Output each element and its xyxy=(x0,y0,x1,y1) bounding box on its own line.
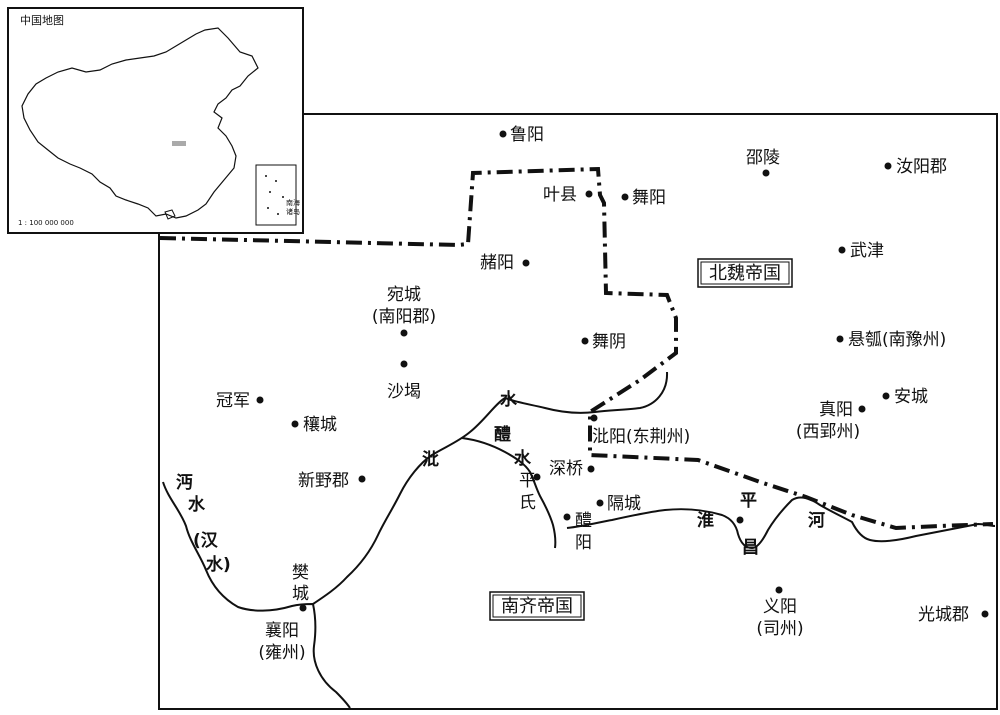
dot-wujin xyxy=(838,246,846,254)
han-river xyxy=(162,481,351,709)
north-wei-label: 北魏帝国 xyxy=(709,263,781,284)
dot-liyang xyxy=(563,513,571,521)
bi-river xyxy=(312,371,669,605)
south-sea-islands-box xyxy=(255,164,297,226)
region-highlight xyxy=(172,141,186,146)
dot-wuyin xyxy=(581,337,589,345)
label-liyang-2: 阳 xyxy=(575,533,592,553)
south-qi-box xyxy=(489,591,585,621)
dot-yiyang xyxy=(775,586,783,594)
dot-ruyangjun xyxy=(884,162,892,170)
dot-shenqiao xyxy=(587,465,595,473)
dot-pingchang xyxy=(736,516,744,524)
dot-pingshi xyxy=(533,473,541,481)
label-wuyin: 舞阴 xyxy=(592,332,626,352)
label-racheng: 穰城 xyxy=(303,414,337,435)
river-label-han-1: 沔 xyxy=(176,473,193,493)
dot-gecheng xyxy=(596,499,604,507)
li-river xyxy=(461,437,557,549)
dot-xuanhu xyxy=(836,335,844,343)
dot-yexian xyxy=(585,190,593,198)
label-ancheng: 安城 xyxy=(894,387,928,407)
inset-china-map: 中国地图 南海 诸岛 1 : 100 000 000 xyxy=(7,7,304,234)
dot-biyang xyxy=(590,414,598,422)
river-label-han-2: 水 xyxy=(188,494,206,515)
label-ruyangjun: 汝阳郡 xyxy=(896,157,947,177)
dot-guangchengjun xyxy=(981,610,989,618)
huai-river xyxy=(566,496,996,550)
dot-shaoling xyxy=(762,169,770,177)
label-xiangyang: 襄阳 xyxy=(265,620,299,641)
place-dots xyxy=(256,130,989,618)
south-sea-label-1: 南海 xyxy=(286,198,300,207)
south-qi-label: 南齐帝国 xyxy=(501,596,573,617)
label-sizhou: (司州) xyxy=(756,619,803,639)
dot-shajie xyxy=(400,360,408,368)
china-outline xyxy=(21,27,259,219)
river-label-li-2: 水 xyxy=(514,448,532,469)
label-liyang-1: 醴 xyxy=(575,511,592,531)
label-xiyingzhou: (西郢州) xyxy=(796,422,860,442)
label-yiyang: 义阳 xyxy=(763,597,797,617)
label-zhenyang: 真阳 xyxy=(819,400,853,420)
river-label-pingchang-1: 平 xyxy=(740,491,757,511)
dot-luyang xyxy=(499,130,507,138)
river-label-huai-2: 河 xyxy=(808,511,825,531)
label-pingshi-2: 氏 xyxy=(519,493,536,513)
label-shaoling: 邵陵 xyxy=(746,148,780,168)
river-label-bi-2: 沘 xyxy=(422,450,439,470)
label-xinyejun: 新野郡 xyxy=(298,471,349,491)
label-fancheng-2: 城 xyxy=(292,584,309,604)
label-luyang: 鲁阳 xyxy=(510,125,544,145)
dot-racheng xyxy=(291,420,299,428)
label-shenqiao: 深桥 xyxy=(549,459,583,479)
label-gecheng: 隔城 xyxy=(607,494,641,514)
label-guanjun: 冠军 xyxy=(216,391,250,411)
label-fancheng-1: 樊 xyxy=(292,563,309,583)
river-label-han-4: 水) xyxy=(206,554,231,575)
dot-guanjun xyxy=(256,396,264,404)
label-wancheng: 宛城 xyxy=(387,285,421,305)
dot-wuyang xyxy=(621,193,629,201)
inset-title: 中国地图 xyxy=(20,14,64,27)
label-wujin: 武津 xyxy=(850,241,884,261)
label-nanyangjun: (南阳郡) xyxy=(372,307,436,327)
label-yongzhou: (雍州) xyxy=(258,643,305,663)
inset-frame xyxy=(7,7,304,234)
label-guangchengjun: 光城郡 xyxy=(918,605,969,625)
dot-xinyejun xyxy=(358,475,366,483)
dot-duyang xyxy=(522,259,530,267)
label-yexian: 叶县 xyxy=(543,185,577,205)
river-label-bi-1: 水 xyxy=(500,389,518,410)
dot-xiangyang xyxy=(299,604,307,612)
river-label-li-1: 醴 xyxy=(494,425,511,445)
wei-qi-border xyxy=(159,166,994,531)
river-label-han-3: (汉 xyxy=(193,531,219,551)
dot-ancheng xyxy=(882,392,890,400)
label-duyang: 赭阳 xyxy=(480,253,514,273)
river-label-huai-1: 淮 xyxy=(697,511,714,531)
hainan-outline xyxy=(164,209,176,220)
north-wei-box xyxy=(697,258,793,288)
dot-wancheng xyxy=(400,329,408,337)
label-biyang: 沘阳(东荆州) xyxy=(592,427,690,447)
label-pingshi-1: 平 xyxy=(519,471,536,491)
dot-zhenyang xyxy=(858,405,866,413)
inset-scale: 1 : 100 000 000 xyxy=(18,219,74,227)
south-sea-islands xyxy=(265,175,284,215)
label-xuanhu: 悬瓠(南豫州) xyxy=(848,330,946,350)
south-sea-label-2: 诸岛 xyxy=(286,207,300,216)
label-shajie: 沙堨 xyxy=(387,382,421,402)
river-label-pingchang-2: 昌 xyxy=(742,538,759,558)
label-wuyang: 舞阳 xyxy=(632,188,666,208)
